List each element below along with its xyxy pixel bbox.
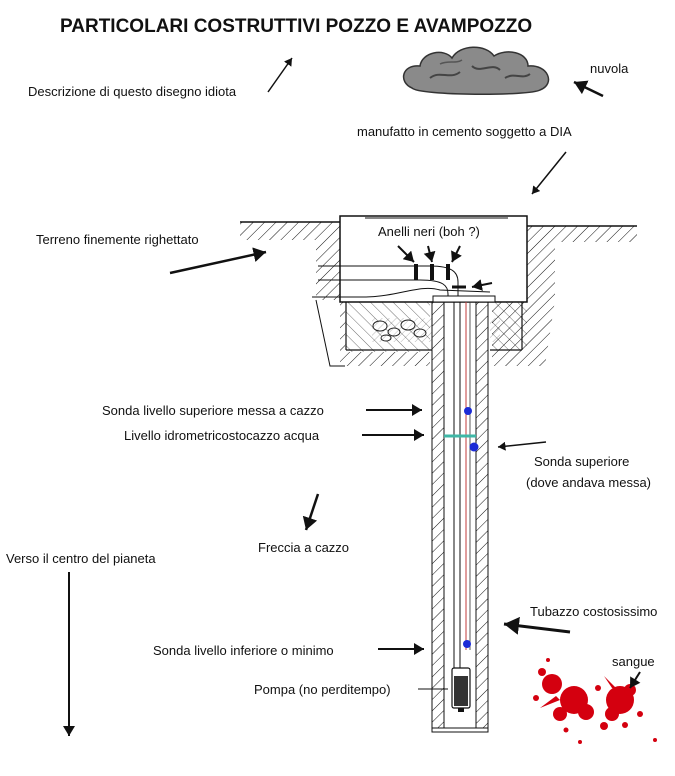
arrow-tubazzo: [503, 616, 571, 635]
label-sonda-livello-superiore: Sonda livello superiore messa a cazzo: [102, 403, 324, 418]
label-freccia: Freccia a cazzo: [258, 540, 349, 555]
label-sangue: sangue: [612, 654, 655, 669]
ground: [240, 221, 637, 367]
arrow-sonda-superiore: [497, 441, 547, 451]
arrow-anello-2: [423, 245, 436, 263]
arrow-freccia-a-cazzo: [302, 493, 320, 531]
page-title: PARTICOLARI COSTRUTTIVI POZZO E AVAMPOZZ…: [60, 16, 532, 37]
probe-upper-correct: [469, 442, 479, 452]
probe-lower: [463, 640, 471, 648]
arrow-nuvola: [573, 80, 604, 98]
label-nuvola: nuvola: [590, 61, 629, 76]
inlet-pipe: [312, 265, 496, 303]
well-casing: [431, 301, 489, 733]
label-anelli: Anelli neri (boh ?): [378, 224, 480, 239]
probe-upper-misplaced: [464, 407, 472, 415]
label-sonda-superiore-note: (dove andava messa): [526, 475, 651, 490]
black-rings: [414, 264, 466, 289]
label-sonda-superiore: Sonda superiore: [534, 454, 629, 469]
blood-splatter: [533, 658, 657, 744]
label-terreno: Terreno finemente righettato: [36, 232, 199, 247]
label-pompa: Pompa (no perditempo): [254, 682, 391, 697]
label-tubazzo: Tubazzo costosissimo: [530, 604, 657, 619]
arrow-sangue: [629, 671, 641, 689]
label-sonda-inferiore: Sonda livello inferiore o minimo: [153, 643, 334, 658]
pump: [451, 667, 471, 712]
label-centro-pianeta: Verso il centro del pianeta: [6, 551, 156, 566]
arrow-descrizione: [267, 57, 293, 93]
arrow-manufatto: [531, 151, 567, 195]
arrow-anello-3: [451, 245, 462, 263]
label-manufatto: manufatto in cemento soggetto a DIA: [357, 124, 572, 139]
arrow-anello-4: [471, 279, 493, 291]
arrow-anello-1: [397, 245, 415, 263]
cloud-icon: [402, 46, 550, 95]
label-descrizione: Descrizione di questo disegno idiota: [28, 84, 237, 99]
arrow-terreno: [169, 247, 267, 275]
label-livello-idrometrico: Livello idrometricostocazzo acqua: [124, 428, 320, 443]
